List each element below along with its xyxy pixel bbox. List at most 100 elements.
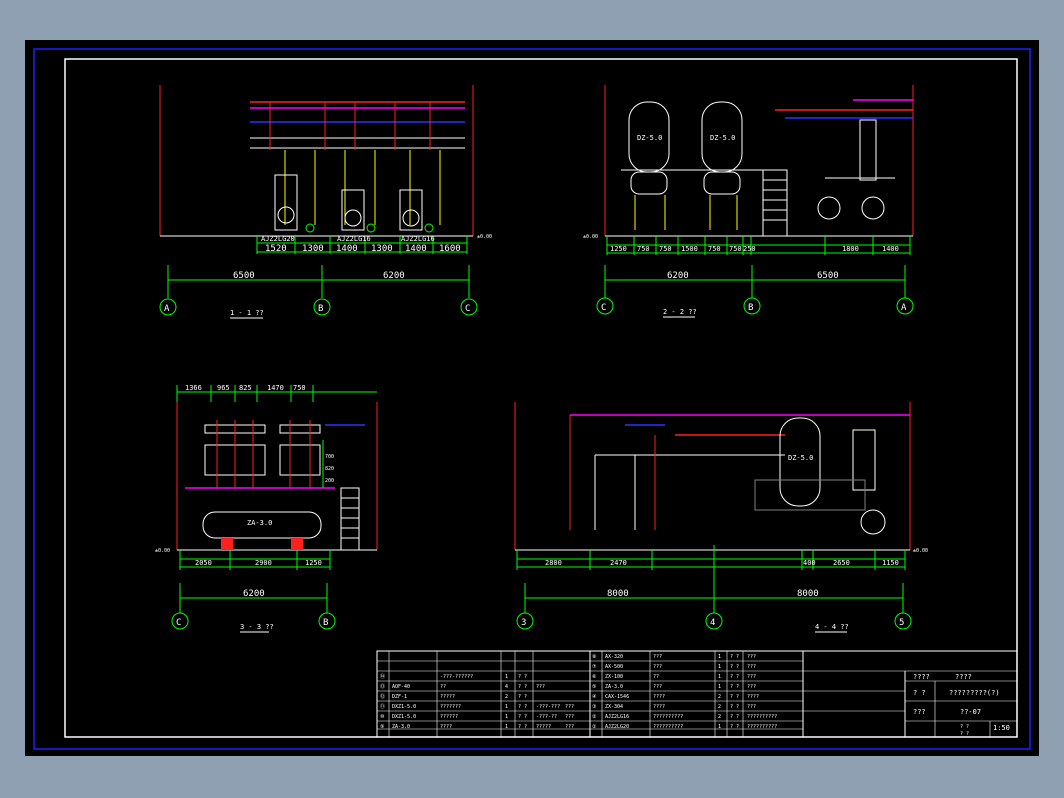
vessel — [817, 196, 841, 220]
table-cell: ????? — [440, 694, 455, 700]
table-cell: ???? — [747, 694, 759, 700]
table-cell: -???-??? — [536, 704, 560, 710]
dim-segment: 750 — [637, 245, 650, 253]
dim-segment: 1300 — [302, 244, 324, 254]
elevation-label: ±0.00 — [913, 548, 928, 554]
table-cell: ?????? — [440, 714, 458, 720]
span-dim: 6200 — [667, 271, 689, 281]
elevation-label: ±0.00 — [477, 234, 492, 240]
tank-label: DZ-5.0 — [710, 134, 735, 142]
title-label: ??? — [913, 708, 926, 716]
table-cell: ⑬ — [380, 683, 385, 690]
span-dim: 6500 — [817, 271, 839, 281]
axis-label: B — [323, 618, 328, 628]
table-cell: ??? — [653, 664, 662, 670]
table-cell: ⑧ — [592, 654, 597, 660]
dim-segment: 2650 — [833, 559, 850, 567]
table-cell: DXZ1-5.0 — [392, 714, 416, 720]
dim-segment: 2050 — [195, 559, 212, 567]
axis-label: C — [176, 618, 181, 628]
top-dim: 1470 — [267, 384, 284, 392]
top-dim: 750 — [293, 384, 306, 392]
table-cell: ??? — [747, 674, 756, 680]
tag-circle — [305, 223, 315, 233]
table-cell: 1 — [718, 654, 721, 660]
view-3-section: 1366 965 825 1470 750 ZA-3.0 700 820 200 — [155, 384, 378, 633]
table-cell: -???-?? — [536, 714, 557, 720]
table-cell: ?? — [653, 674, 659, 680]
table-cell: ZA-3.0 — [605, 684, 623, 690]
table-cell: ???? — [653, 694, 665, 700]
za-tank — [202, 511, 322, 539]
dim-segment: 750 — [729, 245, 742, 253]
table-cell: ? ? — [730, 664, 739, 670]
table-cell: ⑤ — [592, 684, 597, 690]
table-cell: AX-320 — [605, 654, 623, 660]
table-cell: ??? — [747, 654, 756, 660]
table-cell: ?????????? — [747, 724, 777, 730]
table-cell: AOF-40 — [392, 684, 410, 690]
title-label: ???? — [913, 673, 930, 681]
table-cell: ? ? — [518, 724, 527, 730]
cad-drawing-area: AJZ2LG20 AJZ2LG16 AJZ2LG16 1520 1300 140… — [25, 40, 1039, 756]
span-dim: 8000 — [797, 589, 819, 599]
table-cell: ? ? — [730, 704, 739, 710]
dim-segment: 2800 — [545, 559, 562, 567]
axis-label: 5 — [899, 618, 904, 628]
cad-drawing: AJZ2LG20 AJZ2LG16 AJZ2LG16 1520 1300 140… — [33, 48, 1031, 750]
axis-label: B — [748, 303, 753, 313]
table-cell: ??? — [565, 714, 574, 720]
elevation-label: ±0.00 — [583, 234, 598, 240]
table-cell: AJZ2LG16 — [605, 714, 629, 720]
dim-segment: 1800 — [842, 245, 859, 253]
dim-segment: 250 — [743, 245, 756, 253]
table-cell: ??? — [747, 664, 756, 670]
pump-unit-2 — [341, 189, 365, 231]
table-cell: ? ? — [518, 694, 527, 700]
table-cell: ? ? — [730, 714, 739, 720]
table-cell: ? ? — [518, 684, 527, 690]
pump-label-2: AJZ2LG16 — [337, 235, 371, 243]
elevation-label: ±0.00 — [155, 548, 170, 554]
table-cell: ④ — [592, 694, 597, 700]
top-dim: 1366 — [185, 384, 202, 392]
view-1-section: AJZ2LG20 AJZ2LG16 AJZ2LG16 1520 1300 140… — [159, 85, 492, 319]
title-label: ? ? — [913, 689, 926, 697]
table-cell: ??? — [536, 684, 545, 690]
table-cell: ? ? — [730, 684, 739, 690]
table-cell: ZX-304 — [605, 704, 623, 710]
span-dim: 6200 — [243, 589, 265, 599]
table-cell: ? ? — [518, 704, 527, 710]
title-label: ? ? — [960, 724, 969, 730]
table-cell: ?????????? — [747, 714, 777, 720]
tank-label: DZ-5.0 — [637, 134, 662, 142]
table-cell: ⑨ — [380, 724, 385, 730]
dim-segment: 1400 — [405, 244, 427, 254]
pump-label-1: AJZ2LG20 — [261, 235, 295, 243]
span-dim: 6200 — [383, 271, 405, 281]
dim-segment: 750 — [708, 245, 721, 253]
table-cell: ⑩ — [380, 714, 385, 720]
outer-frame — [33, 48, 1031, 750]
axis-label: C — [601, 303, 606, 313]
table-cell: 1 — [505, 704, 508, 710]
dz-tank — [779, 417, 821, 507]
table-cell: ? ? — [730, 654, 739, 660]
dim-segment: 2470 — [610, 559, 627, 567]
table-cell: 1 — [718, 664, 721, 670]
table-cell: 2 — [718, 694, 721, 700]
table-cell: ? ? — [518, 714, 527, 720]
axis-label: 3 — [521, 618, 526, 628]
table-cell: 4 — [505, 684, 508, 690]
dim-segment: 1250 — [305, 559, 322, 567]
table-cell: 1 — [505, 674, 508, 680]
table-cell: ???? — [653, 704, 665, 710]
axis-label: A — [901, 303, 907, 313]
table-cell: 1 — [505, 714, 508, 720]
table-cell: 1 — [718, 674, 721, 680]
table-cell: ② — [592, 714, 597, 720]
top-dim: 825 — [239, 384, 252, 392]
table-cell: ⑫ — [380, 693, 385, 700]
table-cell: ⑪ — [380, 703, 385, 710]
